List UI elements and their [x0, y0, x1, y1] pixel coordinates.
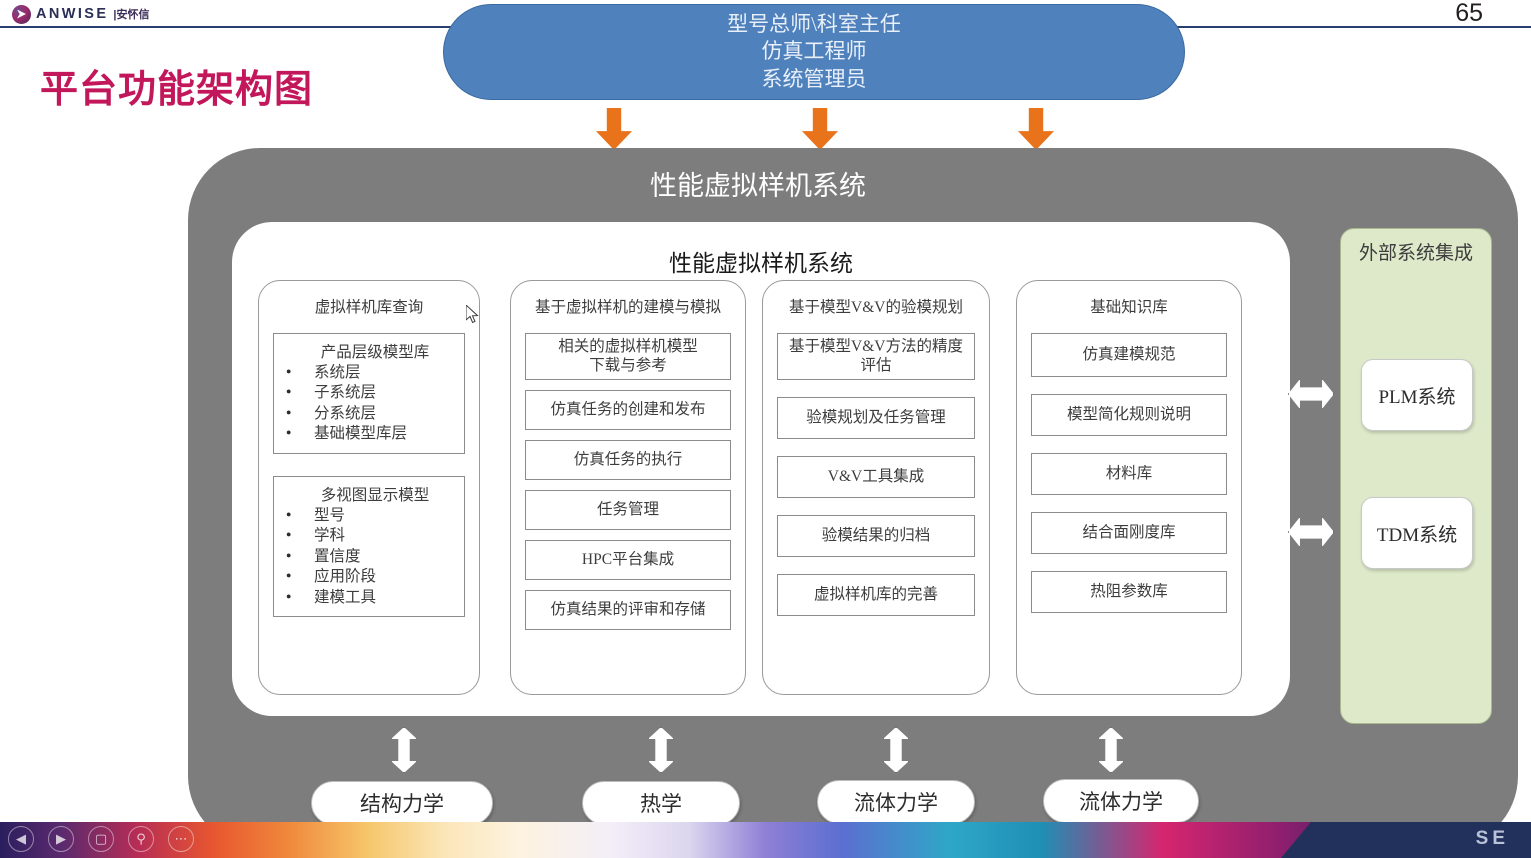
logo-text: ANWISE	[36, 6, 109, 22]
function-column-1-title: 虚拟样机库查询	[314, 299, 424, 316]
external-integration-title: 外部系统集成	[1358, 243, 1473, 264]
page-number: 65	[1455, 0, 1483, 27]
multiview-model-box[interactable]: 多视图显示模型 型号 学科 置信度 应用阶段 建模工具	[273, 475, 465, 618]
function-box[interactable]: 仿真任务的创建和发布	[525, 390, 731, 431]
multiview-model-heading: 多视图显示模型	[320, 486, 430, 504]
orange-down-arrow-icon-1	[596, 108, 632, 150]
model-library-list: 系统层 子系统层 分系统层 基础模型库层	[280, 363, 458, 445]
function-box[interactable]: 仿真任务的执行	[525, 440, 731, 481]
page-title: 平台功能架构图	[40, 69, 314, 111]
function-box[interactable]: 相关的虚拟样机模型 下载与参考	[525, 333, 731, 381]
list-item[interactable]: 建模工具	[280, 588, 458, 608]
function-column-4-title: 基础知识库	[1090, 299, 1168, 316]
anwise-logo: ANWISE |安怀信	[12, 3, 149, 25]
forward-icon[interactable]: ▶	[48, 826, 74, 852]
role-line-3: 系统管理员	[761, 66, 867, 91]
mouse-cursor-icon	[466, 305, 479, 324]
function-box[interactable]: 验模规划及任务管理	[777, 397, 975, 440]
more-icon[interactable]: ⋯	[168, 826, 194, 852]
system-container-title-text: 性能虚拟样机系统	[650, 171, 866, 201]
function-box[interactable]: V&V工具集成	[777, 456, 975, 499]
taskbar-icon-group: ◀ ▶ ▢ ⚲ ⋯	[8, 826, 194, 852]
multiview-model-list: 型号 学科 置信度 应用阶段 建模工具	[280, 506, 458, 608]
function-box[interactable]: 任务管理	[525, 490, 731, 531]
function-column-2-title: 基于虚拟样机的建模与模拟	[534, 299, 721, 316]
system-container-title: 性能虚拟样机系统	[188, 164, 1518, 203]
list-item[interactable]: 分系统层	[280, 404, 458, 424]
function-box[interactable]: 仿真结果的评审和存储	[525, 590, 731, 631]
search-icon[interactable]: ⚲	[128, 826, 154, 852]
function-box[interactable]: 材料库	[1031, 453, 1227, 495]
function-box[interactable]: 虚拟样机库的完善	[777, 574, 975, 617]
model-library-box[interactable]: 产品层级模型库 系统层 子系统层 分系统层 基础模型库层	[273, 333, 465, 454]
list-item[interactable]: 应用阶段	[280, 567, 458, 587]
orange-down-arrow-icon-3	[1018, 108, 1054, 150]
function-column-4[interactable]: 基础知识库 仿真建模规范 模型简化规则说明 材料库 结合面刚度库 热阻参数库	[1016, 280, 1242, 695]
function-box[interactable]: 验模结果的归档	[777, 515, 975, 558]
external-integration-panel: 外部系统集成 PLM系统 TDM系统	[1340, 228, 1492, 724]
folder-icon[interactable]: ▢	[88, 826, 114, 852]
model-library-heading: 产品层级模型库	[320, 344, 430, 361]
discipline-pill-2[interactable]: 热学	[582, 781, 740, 825]
external-system-tdm[interactable]: TDM系统	[1361, 497, 1473, 569]
list-item[interactable]: 置信度	[280, 547, 458, 567]
discipline-pill-1[interactable]: 结构力学	[311, 781, 493, 825]
back-icon[interactable]: ◀	[8, 826, 34, 852]
role-line-2: 仿真工程师	[761, 39, 867, 64]
function-box[interactable]: 热阻参数库	[1031, 571, 1227, 613]
function-box[interactable]: 仿真建模规范	[1031, 333, 1227, 377]
function-box[interactable]: 基于模型V&V方法的精度 评估	[777, 333, 975, 381]
list-item[interactable]: 型号	[280, 506, 458, 526]
roles-banner: 型号总师\科室主任 仿真工程师 系统管理员	[443, 4, 1185, 100]
function-column-2[interactable]: 基于虚拟样机的建模与模拟 相关的虚拟样机模型 下载与参考 仿真任务的创建和发布 …	[510, 280, 746, 695]
function-box[interactable]: 模型简化规则说明	[1031, 394, 1227, 436]
logo-text-cn: |安怀信	[113, 9, 150, 21]
function-column-3[interactable]: 基于模型V&V的验模规划 基于模型V&V方法的精度 评估 验模规划及任务管理 V…	[762, 280, 990, 695]
list-item[interactable]: 基础模型库层	[280, 424, 458, 444]
discipline-pill-3[interactable]: 流体力学	[817, 780, 975, 824]
role-line-1: 型号总师\科室主任	[727, 12, 901, 37]
function-column-3-title: 基于模型V&V的验模规划	[789, 299, 963, 316]
taskbar: ◀ ▶ ▢ ⚲ ⋯ SE	[0, 822, 1531, 858]
inner-system-panel-title: 性能虚拟样机系统	[669, 251, 853, 276]
list-item[interactable]: 系统层	[280, 363, 458, 383]
list-item[interactable]: 学科	[280, 526, 458, 546]
taskbar-brand-area: SE	[1281, 822, 1531, 858]
anwise-logo-icon	[12, 4, 31, 24]
orange-down-arrow-icon-2	[802, 108, 838, 150]
list-item[interactable]: 子系统层	[280, 383, 458, 403]
function-box[interactable]: HPC平台集成	[525, 540, 731, 581]
taskbar-brand-text: SE	[1475, 828, 1509, 849]
discipline-pill-4[interactable]: 流体力学	[1043, 779, 1199, 823]
function-box[interactable]: 结合面刚度库	[1031, 512, 1227, 554]
function-column-1[interactable]: 虚拟样机库查询 产品层级模型库 系统层 子系统层 分系统层 基础模型库层 多视图…	[258, 280, 480, 695]
external-system-plm[interactable]: PLM系统	[1361, 359, 1473, 431]
